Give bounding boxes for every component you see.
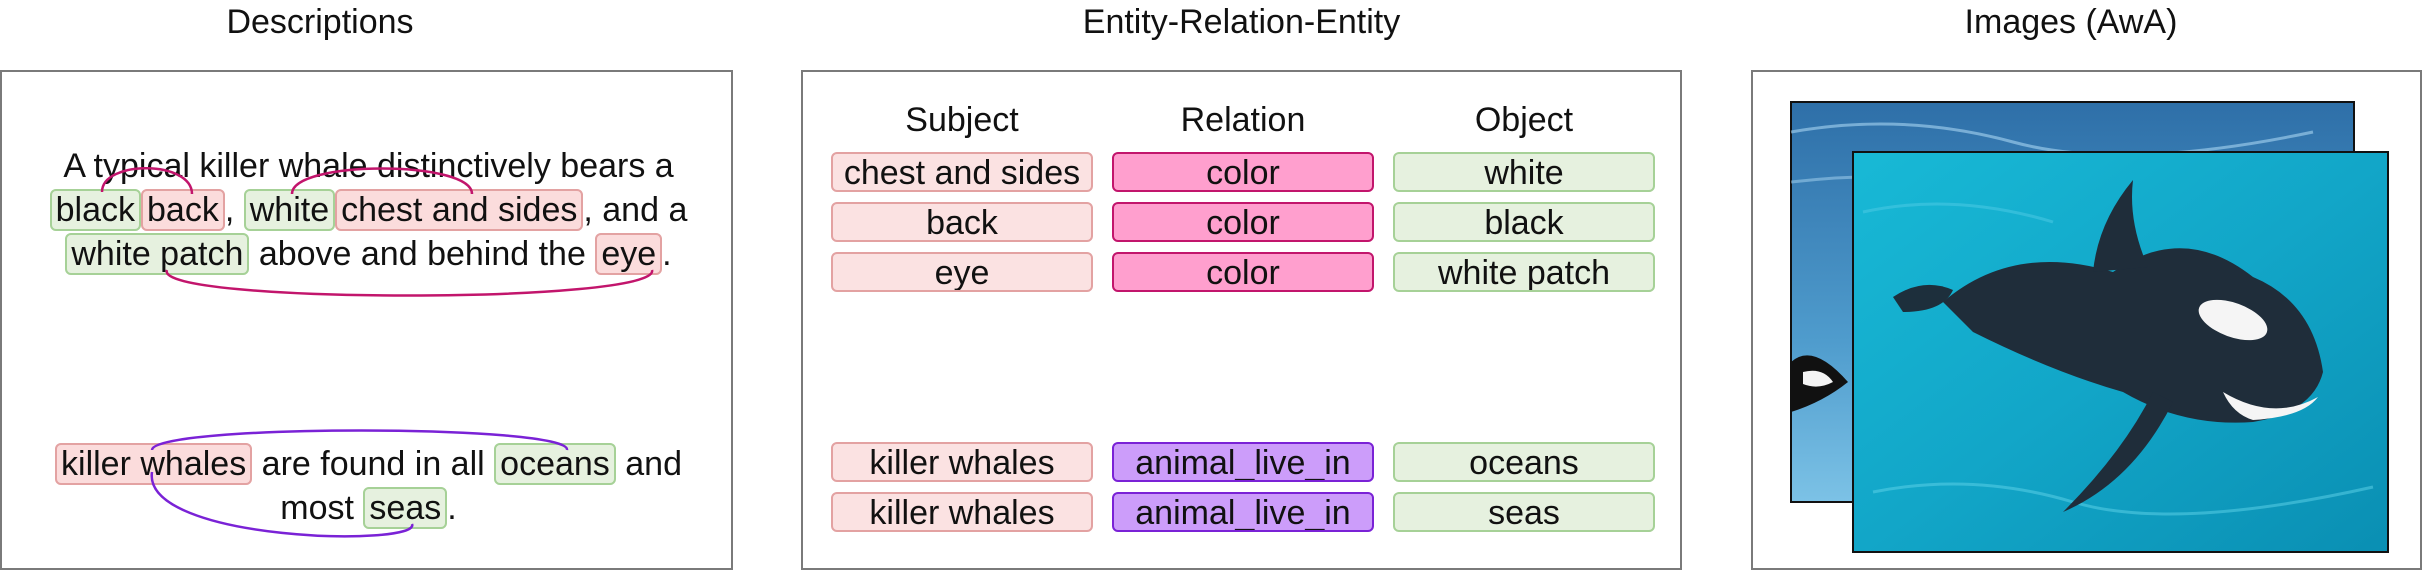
desc2-text-1: are found in all <box>261 445 485 483</box>
table-cell-object: black <box>1393 202 1655 242</box>
descriptions-panel: A typical killer whale distinctively bea… <box>0 70 733 570</box>
column-header-relation: Relation <box>1180 101 1306 139</box>
entity-object: oceans <box>494 443 616 485</box>
table-cell-object: oceans <box>1393 442 1655 482</box>
entity-subject: back <box>141 189 225 231</box>
table-cell-object: white patch <box>1393 252 1655 292</box>
table-cell-relation: color <box>1112 152 1374 192</box>
desc1-text-1: A typical killer whale distinctively bea… <box>63 147 674 185</box>
description-paragraph-1: A typical killer whale distinctively bea… <box>2 144 735 276</box>
ere-title: Entity-Relation-Entity <box>1082 3 1401 41</box>
desc1-period: . <box>662 235 672 273</box>
entity-object: seas <box>363 487 448 529</box>
entity-subject: killer whales <box>55 443 253 485</box>
table-cell-subject: killer whales <box>831 492 1093 532</box>
table-cell-subject: killer whales <box>831 442 1093 482</box>
images-panel <box>1751 70 2422 570</box>
entity-object: white patch <box>65 233 250 275</box>
desc1-comma: , <box>224 191 235 229</box>
entity-object: white <box>243 189 336 231</box>
foreground-orca-photo <box>1852 151 2389 553</box>
column-header-subject: Subject <box>905 101 1019 139</box>
table-cell-relation: color <box>1112 202 1374 242</box>
desc2-text-3: most <box>280 489 354 527</box>
table-cell-subject: eye <box>831 252 1093 292</box>
desc2-text-2: and <box>625 445 682 483</box>
orca-images <box>1790 101 2389 553</box>
desc1-text-3: above and behind the <box>258 235 586 273</box>
table-cell-subject: back <box>831 202 1093 242</box>
table-cell-relation: color <box>1112 252 1374 292</box>
description-paragraph-2: killer whales are found in all oceans an… <box>2 442 735 530</box>
table-cell-object: white <box>1393 152 1655 192</box>
entity-subject: chest and sides <box>335 189 584 231</box>
ere-panel: Subject Relation Object chest and sides … <box>801 70 1682 570</box>
table-cell-relation: animal_live_in <box>1112 492 1374 532</box>
desc2-period: . <box>447 489 457 527</box>
table-cell-subject: chest and sides <box>831 152 1093 192</box>
desc1-text-2: , and a <box>583 191 688 229</box>
table-cell-relation: animal_live_in <box>1112 442 1374 482</box>
descriptions-title: Descriptions <box>226 3 414 41</box>
table-cell-object: seas <box>1393 492 1655 532</box>
entity-subject: eye <box>595 233 663 275</box>
entity-object: black <box>49 189 141 231</box>
images-title: Images (AwA) <box>1964 3 2178 41</box>
column-header-object: Object <box>1474 101 1574 139</box>
